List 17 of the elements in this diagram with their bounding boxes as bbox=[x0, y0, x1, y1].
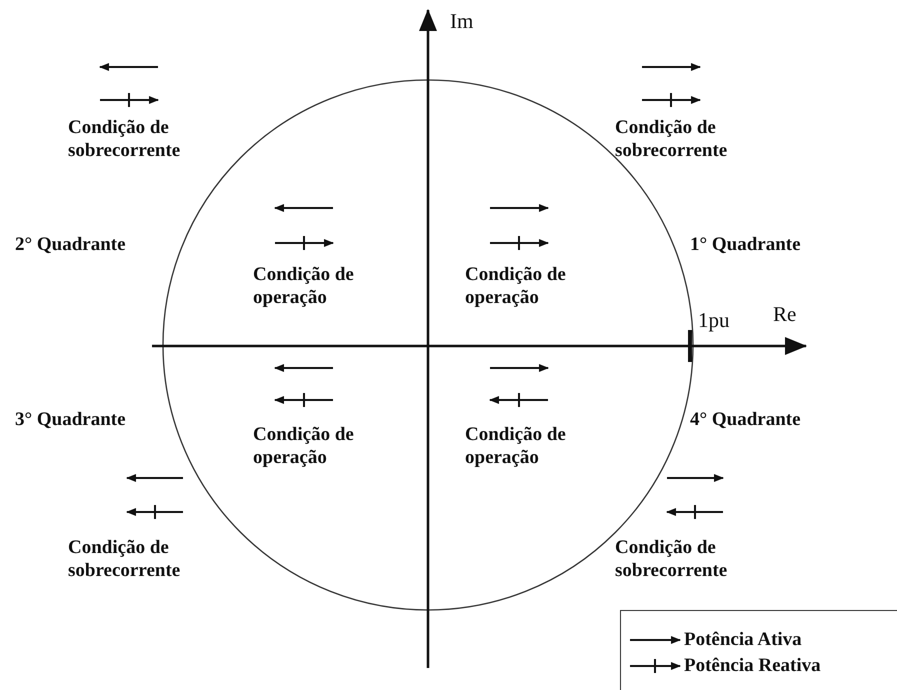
condition-label: Condição de operação bbox=[465, 423, 567, 469]
axis-label: Re bbox=[773, 303, 796, 326]
condition-label: Condição de sobrecorrente bbox=[68, 116, 182, 162]
quadrant-label: 2° Quadrante bbox=[15, 233, 126, 256]
quadrant-label: 4° Quadrante bbox=[690, 408, 801, 431]
quadrant-label: 3° Quadrante bbox=[15, 408, 126, 431]
condition-label: Condição de operação bbox=[465, 263, 567, 309]
legend-label: Potência Ativa bbox=[684, 628, 802, 651]
axis-label: Im bbox=[450, 10, 474, 33]
condition-label: Condição de operação bbox=[253, 263, 355, 309]
condition-label: Condição de sobrecorrente bbox=[68, 536, 182, 582]
condition-label: Condição de sobrecorrente bbox=[615, 116, 728, 162]
condition-label: Condição de operação bbox=[253, 423, 355, 469]
condition-label: Condição de sobrecorrente bbox=[615, 536, 728, 582]
quadrant-label: 1° Quadrante bbox=[690, 233, 801, 256]
legend-label: Potência Reativa bbox=[684, 654, 821, 677]
tick-label: 1pu bbox=[698, 309, 730, 332]
